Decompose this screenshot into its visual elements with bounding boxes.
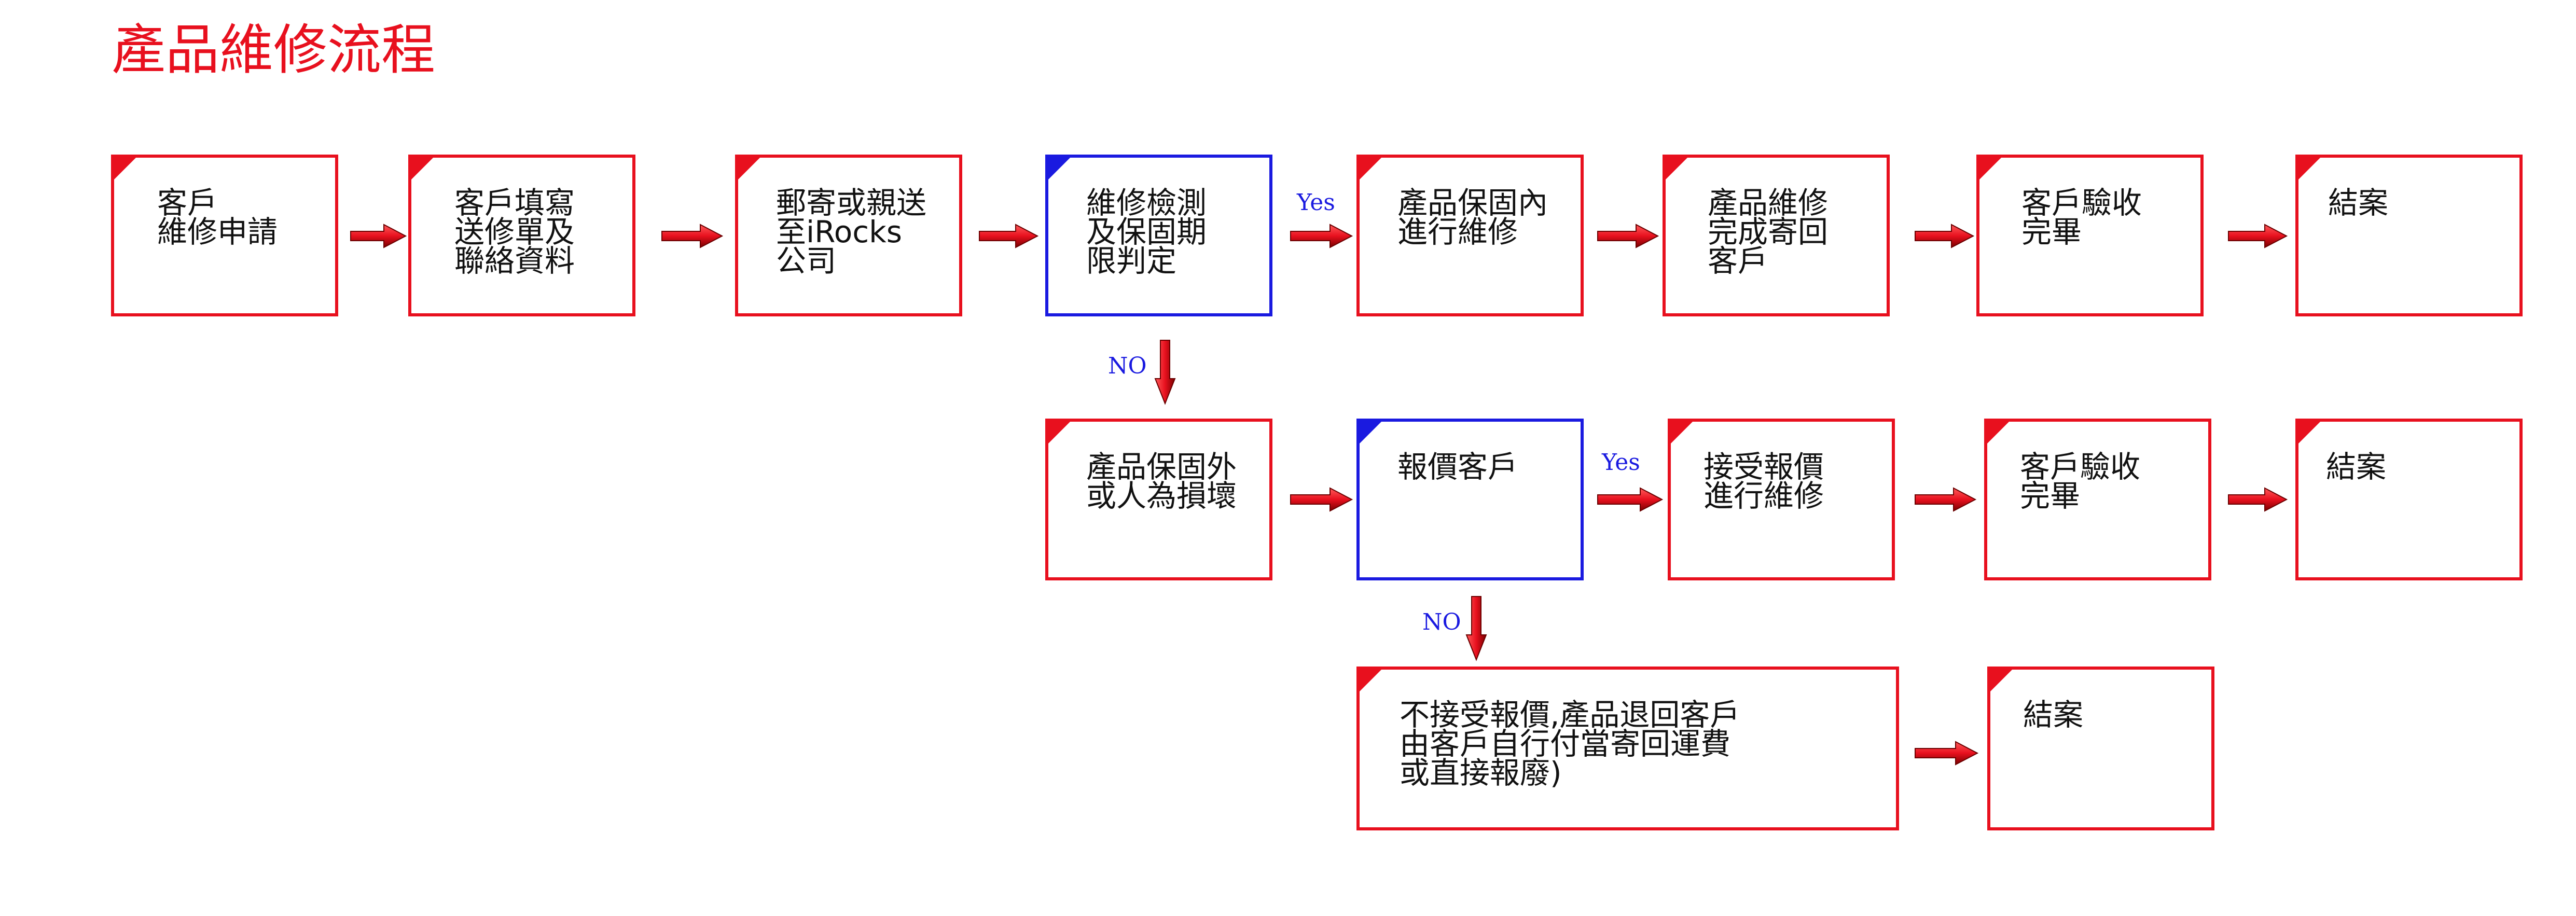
corner-marker — [1989, 668, 2014, 693]
corner-marker — [1358, 668, 1383, 693]
box-text-line: 結案 — [2023, 697, 2083, 732]
box-text-line: 不接受報價,產品退回客戶 — [1400, 697, 1740, 732]
box-close-3: 結案 — [1987, 667, 2214, 830]
arrow-quote-to-acceptquote — [1597, 487, 1664, 512]
box-frame — [111, 155, 338, 316]
box-frame — [1987, 667, 2214, 830]
corner-marker — [1047, 420, 1072, 445]
box-text-line: 或人為損壞 — [1086, 478, 1237, 513]
arrow-acceptquote-to-accept2 — [1915, 487, 1977, 512]
arrow-out-to-quote — [1290, 487, 1353, 512]
box-text-line: 及保固期 — [1086, 214, 1207, 249]
corner-marker — [1358, 156, 1383, 181]
arrow-ship-to-inspect — [979, 224, 1039, 248]
box-text-line: 維修申請 — [157, 214, 278, 249]
yes-label-quote: Yes — [1601, 449, 1640, 476]
box-quote: 報價客戶 — [1356, 419, 1584, 580]
corner-marker — [2297, 156, 2322, 181]
box-close-2: 結案 — [2295, 419, 2523, 580]
arrow-fill-to-ship — [661, 224, 724, 248]
corner-marker — [1986, 420, 2011, 445]
page-title: 產品維修流程 — [112, 18, 435, 81]
arrow-inspect-down — [1154, 340, 1176, 405]
box-frame — [1663, 155, 1890, 316]
box-text-line: 完成寄回 — [1708, 214, 1828, 249]
arrow-inwarranty-to-done — [1597, 224, 1659, 248]
box-text-line: 客戶 — [157, 185, 217, 220]
corner-marker — [737, 156, 761, 181]
box-text-line: 進行維修 — [1704, 478, 1824, 513]
box-close-1: 結案 — [2295, 155, 2523, 316]
corner-marker — [2297, 420, 2322, 445]
box-text-line: 報價客戶 — [1397, 449, 1518, 484]
box-text-line: 結案 — [2326, 449, 2386, 484]
corner-marker — [410, 156, 435, 181]
box-text-line: 客戶 — [1708, 243, 1768, 279]
box-text-line: 進行維修 — [1397, 214, 1518, 249]
yes-label-inspect: Yes — [1296, 189, 1335, 216]
corner-marker — [1978, 156, 2003, 181]
box-text-line: 客戶填寫 — [454, 185, 575, 220]
box-text-line: 送修單及 — [454, 214, 575, 249]
box-text-line: 完畢 — [2021, 214, 2082, 249]
box-frame — [1356, 419, 1584, 580]
box-frame — [408, 155, 635, 316]
no-label-quote: NO — [1422, 609, 1461, 635]
box-frame — [1668, 419, 1895, 580]
box-text-line: 由客戶自行付當寄回運費 — [1400, 726, 1730, 761]
arrow-done-to-accept — [1915, 224, 1975, 248]
box-text-line: 或直接報廢) — [1400, 755, 1562, 790]
box-text-line: 維修檢測 — [1086, 185, 1207, 220]
box-text-line: 結案 — [2328, 185, 2388, 220]
corner-marker — [1047, 156, 1072, 181]
corner-marker — [1669, 420, 1694, 445]
box-frame — [1356, 155, 1584, 316]
arrow-reject-to-close3 — [1915, 741, 1979, 766]
arrow-accept2-to-close2 — [2228, 487, 2288, 512]
corner-marker — [1664, 156, 1689, 181]
box-frame — [2295, 419, 2523, 580]
box-text-line: 郵寄或親送 — [776, 185, 926, 220]
no-label-inspect: NO — [1108, 353, 1147, 379]
box-frame — [1045, 419, 1272, 580]
corner-marker — [1358, 420, 1383, 445]
box-frame — [1976, 155, 2204, 316]
box-text-line: 客戶驗收 — [2020, 449, 2140, 484]
box-text-line: 接受報價 — [1704, 449, 1824, 484]
box-text-line: 限判定 — [1086, 243, 1176, 279]
box-text-line: 產品維修 — [1708, 185, 1828, 220]
box-frame — [1356, 667, 1899, 830]
box-text-line: 完畢 — [2020, 478, 2080, 513]
box-frame — [735, 155, 962, 316]
box-text-line: 產品保固內 — [1397, 185, 1548, 220]
box-text-line: 聯絡資料 — [454, 243, 575, 279]
box-text-line: 產品保固外 — [1086, 449, 1237, 484]
arrow-quote-down — [1465, 596, 1487, 661]
box-frame — [1984, 419, 2211, 580]
corner-marker — [113, 156, 137, 181]
box-frame — [2295, 155, 2523, 316]
box-text-line: 客戶驗收 — [2021, 185, 2142, 220]
arrow-accept-to-close — [2228, 224, 2288, 248]
arrow-apply-to-fill — [350, 224, 407, 248]
box-text-line: 至iRocks — [776, 214, 902, 249]
arrow-inspect-to-inwarranty — [1290, 224, 1353, 248]
box-text-line: 公司 — [776, 243, 836, 279]
box-frame — [1045, 155, 1272, 316]
